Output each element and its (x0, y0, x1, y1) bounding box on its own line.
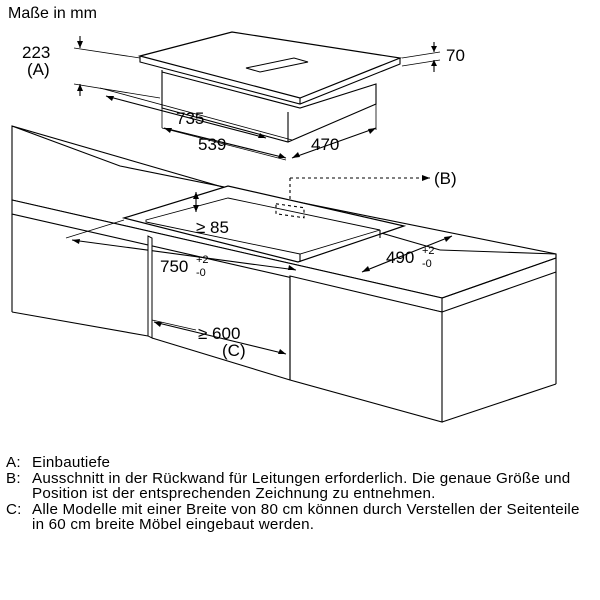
legend-key: B: (6, 469, 21, 487)
cut-depth-tol-minus: -0 (422, 258, 432, 270)
cabinet-side-left (147, 235, 153, 339)
cut-depth-tol-plus: +2 (422, 245, 435, 257)
cabinet-marker-c: (C) (222, 341, 246, 360)
cut-width-tol-plus: +2 (196, 254, 209, 266)
min-depth-label: ≥ 85 (196, 218, 229, 237)
min-cabinet-label: ≥ 600 (198, 324, 240, 343)
legend-text: Einbautiefe (32, 454, 111, 471)
rear-cutout-marker-b: (B) (434, 169, 457, 188)
hob-body (161, 70, 377, 143)
cut-depth-label: 490 (386, 248, 414, 267)
cut-width-tol-minus: -0 (196, 267, 206, 279)
cut-width-label: 750 (160, 257, 188, 276)
legend-key: A: (6, 454, 21, 471)
legend-key: C: (6, 500, 22, 518)
legend-text: Ausschnitt in der Rückwand für Leitungen… (32, 469, 571, 503)
legend-item-c: C: Alle Modelle mit einer Breite von 80 … (6, 500, 596, 534)
legend: A: Einbautiefe B: Ausschnitt in der Rück… (6, 455, 596, 533)
hob-height-label: 223 (22, 43, 50, 62)
rear-wall-cutout (275, 203, 305, 219)
hob-vent-slot (245, 57, 309, 73)
legend-item-a: A: Einbautiefe (6, 455, 596, 471)
counter-drawing: (B) ≥ 85 750 +2 -0 490 +2 -0 (11, 125, 557, 423)
legend-item-b: B: Ausschnitt in der Rückwand für Leitun… (6, 469, 596, 503)
hob-width-label: 735 (176, 109, 204, 128)
units-title: Maße in mm (8, 5, 97, 22)
cutout-width-label: 539 (198, 135, 226, 154)
hob-drawing: 223 (A) 70 735 539 470 (22, 31, 465, 161)
hob-thickness-label: 70 (446, 46, 465, 65)
legend-text: Alle Modelle mit einer Breite von 80 cm … (32, 500, 580, 534)
cutout-depth-label: 470 (311, 135, 339, 154)
depth-marker-a: (A) (27, 60, 50, 79)
